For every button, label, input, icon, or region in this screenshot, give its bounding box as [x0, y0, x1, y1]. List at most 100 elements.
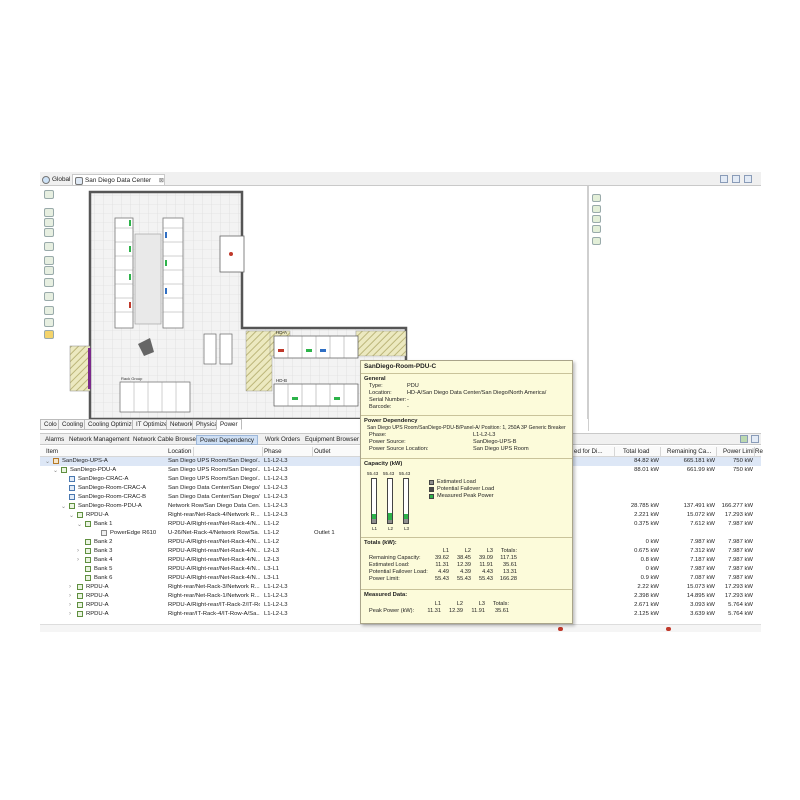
phase-label: Phase:: [369, 432, 387, 438]
row-location: San Diego UPS Room/San Diego/...: [168, 476, 260, 482]
remaining-capacity-label: Remaining Capacity:: [369, 555, 421, 561]
collapse-icon[interactable]: ⌄: [53, 468, 59, 474]
mini-grid-icon[interactable]: [592, 237, 601, 245]
list-icon[interactable]: [732, 175, 740, 183]
panel-menu-icon[interactable]: [751, 435, 759, 443]
collapse-icon[interactable]: ⌄: [45, 459, 51, 465]
tab-network-management[interactable]: Network Management: [69, 436, 130, 443]
close-icon[interactable]: ⊠: [158, 178, 164, 184]
tab-work-orders[interactable]: Work Orders: [265, 436, 300, 443]
table-row[interactable]: Bank 6 RPDU-A/Right-rear/Net-Rack-4/N...…: [40, 574, 761, 583]
collapse-icon[interactable]: ⌄: [69, 513, 75, 519]
totals-col-l2: L2: [464, 548, 471, 554]
mini-select-icon[interactable]: [592, 194, 601, 202]
view-toggle-icon[interactable]: [720, 175, 728, 183]
layer-icon[interactable]: [44, 242, 54, 251]
table-row[interactable]: › RPDU-A Right-rear/IT-Rack-4/IT-Row-A/S…: [40, 610, 761, 619]
fit-icon[interactable]: [44, 228, 54, 237]
tab-cooling-optimize[interactable]: Cooling Optimize: [84, 419, 140, 430]
tab-cooling[interactable]: Cooling: [58, 419, 87, 430]
col-power-limit[interactable]: Power Limit: [723, 448, 756, 455]
mini-fit-icon[interactable]: [592, 225, 601, 233]
tab-equipment-browser[interactable]: Equipment Browser: [305, 436, 359, 443]
col-outlet[interactable]: Outlet: [314, 448, 331, 455]
editor-tab-bar: Global San Diego Data Center ⊠: [40, 172, 761, 186]
view-menu-icon[interactable]: [756, 175, 760, 183]
collapse-icon[interactable]: ⌄: [77, 522, 83, 528]
lock-icon[interactable]: [44, 292, 54, 301]
table-row[interactable]: › Bank 3 RPDU-A/Right-rear/Net-Rack-4/N.…: [40, 547, 761, 556]
expand-icon[interactable]: ›: [69, 602, 71, 608]
col-ed-for-di[interactable]: ed for Di...: [574, 448, 603, 455]
table-row[interactable]: › RPDU-A RPDU-A/Right-rear/IT-Rack-2/IT-…: [40, 601, 761, 610]
print-icon[interactable]: [44, 278, 54, 287]
floorplan-icon: [75, 177, 83, 185]
tab-alarms[interactable]: Alarms: [45, 436, 65, 443]
col-total-load[interactable]: Total load: [623, 448, 650, 455]
tab-network-cable-browser[interactable]: Network Cable Browser: [133, 436, 198, 443]
mini-zoom-out-icon[interactable]: [592, 215, 601, 223]
mini-zoom-in-icon[interactable]: [592, 205, 601, 213]
tab-power-dependency[interactable]: Power Dependency: [196, 435, 259, 445]
col-phase[interactable]: Phase: [264, 448, 282, 455]
expand-icon[interactable]: ›: [69, 611, 71, 617]
col-re[interactable]: Re: [755, 448, 763, 455]
rpdu-icon: [77, 611, 83, 617]
tab-power[interactable]: Power: [216, 419, 242, 430]
table-row[interactable]: ⌄ SanDiego-PDU-A San Diego UPS Room/San …: [40, 466, 761, 475]
export-icon[interactable]: [740, 435, 748, 443]
table-row[interactable]: Bank 2 RPDU-A/Right-rear/Net-Rack-4/N...…: [40, 538, 761, 547]
table-row[interactable]: SanDiego-Room-CRAC-B San Diego Data Cent…: [40, 493, 761, 502]
rpdu-icon: [77, 584, 83, 590]
limit-l3: 55.43: [479, 576, 493, 582]
row-power-limit: 17.293 kW: [724, 584, 753, 590]
search-icon[interactable]: [44, 306, 54, 315]
row-remaining: 15.073 kW: [686, 584, 715, 590]
collapse-icon[interactable]: ⌄: [61, 504, 67, 510]
select-tool-icon[interactable]: [44, 190, 54, 199]
serial-value: -: [407, 397, 409, 403]
capacity-limit-label: 55.43: [367, 471, 379, 476]
col-location[interactable]: Location: [168, 448, 192, 455]
col-remaining-capacity[interactable]: Remaining Ca...: [667, 448, 712, 455]
expand-icon[interactable]: ›: [69, 593, 71, 599]
expand-icon[interactable]: ›: [69, 584, 71, 590]
table-row[interactable]: SanDiego-CRAC-A San Diego UPS Room/San D…: [40, 475, 761, 484]
floor-plan-canvas[interactable]: Rack Group HD-A HD-B: [40, 186, 588, 419]
failover-l2: 4.39: [460, 569, 471, 575]
ruler-icon[interactable]: [44, 330, 54, 339]
row-total-load: 88.01 kW: [634, 467, 659, 473]
row-item: RPDU-A: [86, 611, 109, 617]
tab-san-diego-data-center[interactable]: San Diego Data Center ⊠: [72, 174, 165, 185]
row-total-load: 2.671 kW: [634, 602, 659, 608]
estimated-l3: 11.91: [479, 562, 493, 568]
estimated-l1: 11.31: [435, 562, 449, 568]
expand-icon[interactable]: ›: [77, 548, 79, 554]
phase-value: L1-L2-L3: [473, 432, 496, 438]
table-row[interactable]: PowerEdge R610 U-26/Net-Rack-4/Network R…: [40, 529, 761, 538]
row-item: SanDiego-UPS-A: [62, 458, 108, 464]
table-row[interactable]: ⌄ Bank 1 RPDU-A/Right-rear/Net-Rack-4/N.…: [40, 520, 761, 529]
grid-icon[interactable]: [44, 256, 54, 265]
table-row[interactable]: › RPDU-A Right-rear/Net-Rack-1/Network R…: [40, 592, 761, 601]
copy-icon[interactable]: [44, 266, 54, 275]
zoom-out-icon[interactable]: [44, 218, 54, 227]
table-row[interactable]: Bank 5 RPDU-A/Right-rear/Net-Rack-4/N...…: [40, 565, 761, 574]
expand-icon[interactable]: ›: [77, 557, 79, 563]
estimated-load-label: Estimated Load:: [369, 562, 410, 568]
totals-col-l3: L3: [486, 548, 493, 554]
hd-b-label: HD-B: [276, 378, 287, 383]
table-row[interactable]: ⌄ SanDiego-Room-PDU-A Network Row/San Di…: [40, 502, 761, 511]
hierarchy-icon[interactable]: [744, 175, 752, 183]
table-row[interactable]: › Bank 4 RPDU-A/Right-rear/Net-Rack-4/N.…: [40, 556, 761, 565]
table-row[interactable]: ⌄ RPDU-A Right-rear/Net-Rack-4/Network R…: [40, 511, 761, 520]
table-row[interactable]: SanDiego-Room-CRAC-A San Diego Data Cent…: [40, 484, 761, 493]
row-phase: L3-L1: [264, 575, 280, 581]
table-row[interactable]: › RPDU-A Right-rear/Net-Rack-3/Network R…: [40, 583, 761, 592]
row-phase: L1-L2: [264, 530, 280, 536]
hd-a-label: HD-A: [276, 330, 287, 335]
col-item[interactable]: Item: [46, 448, 59, 455]
tab-global[interactable]: Global: [40, 174, 70, 185]
frame-icon[interactable]: [44, 318, 54, 327]
zoom-in-icon[interactable]: [44, 208, 54, 217]
